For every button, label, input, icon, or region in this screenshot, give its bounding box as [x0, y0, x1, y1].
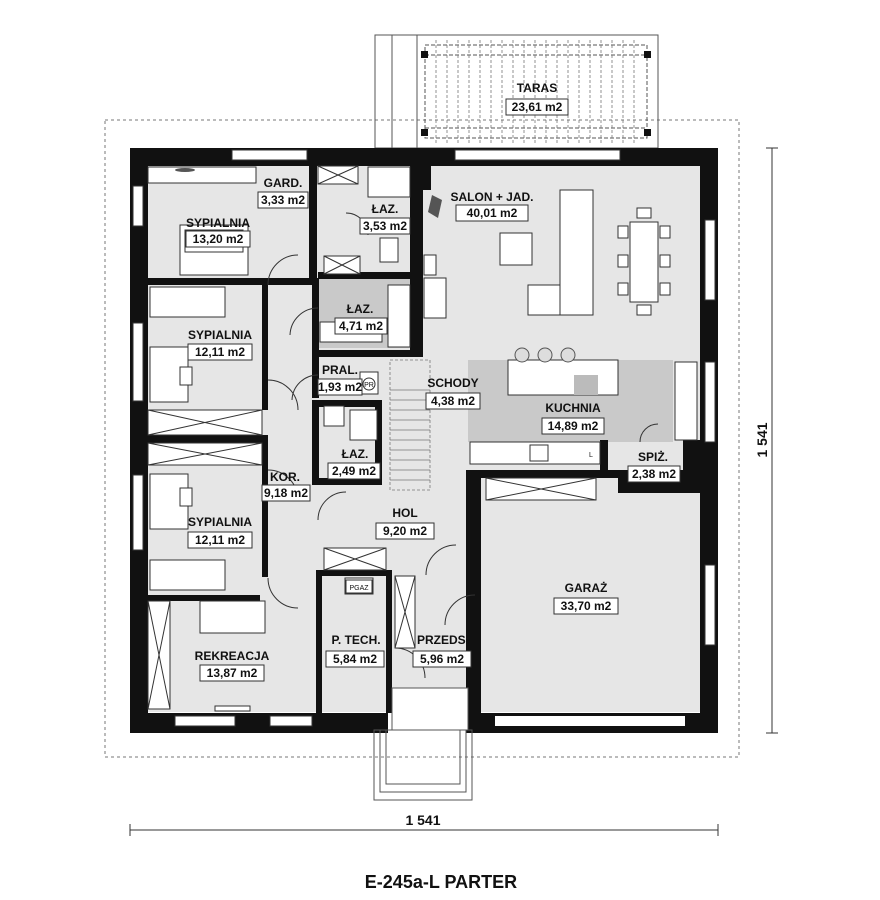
ptech-area: 5,84 m2 — [333, 652, 377, 666]
sypialnia3-name: SYPIALNIA — [188, 515, 252, 529]
kor-name: KOR. — [270, 470, 300, 484]
sypialnia1-name: SYPIALNIA — [186, 216, 250, 230]
gard-name: GARD. — [264, 176, 303, 190]
rekreacja-area: 13,87 m2 — [207, 666, 258, 680]
terrace-pergola — [374, 34, 659, 149]
pral-area: 1,93 m2 — [318, 380, 362, 394]
hol-name: HOL — [392, 506, 417, 520]
room-labels: TARAS 23,61 m2 SALON + JAD. 40,01 m2 GAR… — [185, 81, 681, 682]
przeds-name: PRZEDS. — [417, 633, 469, 647]
kor-area: 9,18 m2 — [264, 486, 308, 500]
windows — [132, 149, 716, 727]
spiz-name: SPIŻ. — [638, 449, 668, 464]
hol-area: 9,20 m2 — [383, 524, 427, 538]
plan-title: E-245a-L PARTER — [365, 872, 517, 892]
pgaz-label: PGAZ — [349, 585, 369, 592]
l-label: L — [589, 452, 593, 459]
spiz-area: 2,38 m2 — [632, 467, 676, 481]
lazienka2-area: 4,71 m2 — [339, 319, 383, 333]
garaz-area: 33,70 m2 — [561, 599, 612, 613]
salon-name: SALON + JAD. — [450, 190, 533, 204]
salon-area: 40,01 m2 — [467, 206, 518, 220]
pral-name: PRAL. — [322, 363, 358, 377]
schody-area: 4,38 m2 — [431, 394, 475, 408]
lazienka1-area: 3,53 m2 — [363, 219, 407, 233]
sypialnia2-name: SYPIALNIA — [188, 328, 252, 342]
dimension-horizontal: 1 541 — [405, 812, 440, 828]
dimension-vertical: 1 541 — [754, 422, 770, 457]
lazienka1-name: ŁAZ. — [372, 202, 399, 216]
sypialnia2-area: 12,11 m2 — [195, 345, 245, 359]
kuchnia-name: KUCHNIA — [545, 401, 601, 415]
pr-label: PR — [364, 382, 374, 389]
przeds-area: 5,96 m2 — [420, 652, 464, 666]
sypialnia3-area: 12,11 m2 — [195, 533, 245, 547]
garaz-name: GARAŻ — [565, 580, 608, 595]
kuchnia-area: 14,89 m2 — [548, 419, 599, 433]
lazienka3-name: ŁAZ. — [342, 447, 369, 461]
sypialnia1-area: 13,20 m2 — [193, 232, 244, 246]
taras-name: TARAS — [517, 81, 557, 95]
lazienka2-name: ŁAZ. — [347, 302, 374, 316]
dimension-lines — [129, 147, 778, 836]
schody-name: SCHODY — [427, 376, 478, 390]
gard-area: 3,33 m2 — [261, 193, 305, 207]
rekreacja-name: REKREACJA — [195, 649, 270, 663]
lazienka3-area: 2,49 m2 — [332, 464, 376, 478]
taras-area: 23,61 m2 — [512, 100, 563, 114]
entrance-steps — [373, 687, 473, 801]
ptech-name: P. TECH. — [331, 633, 380, 647]
